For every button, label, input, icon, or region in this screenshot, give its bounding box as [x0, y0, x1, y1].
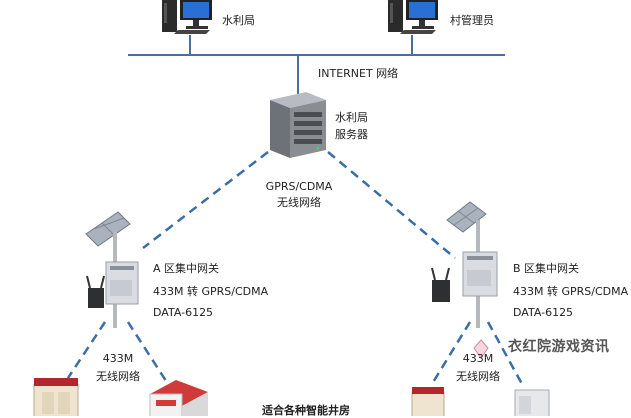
pc-left-label: 水利局 — [222, 14, 255, 27]
wifi-antenna-icon — [431, 267, 450, 281]
radio-a-line2: 无线网络 — [96, 370, 140, 383]
watermark-text: 衣红院游戏资讯 — [508, 339, 610, 355]
gateway-a-protocol: 433M 转 GPRS/CDMA — [153, 285, 269, 298]
radio-a-line1: 433M — [102, 352, 134, 365]
bottom-caption: 适合各种智能井房 — [262, 404, 350, 417]
gprs-links — [66, 151, 524, 385]
wifi-antenna-icon — [86, 275, 105, 289]
internet-bus — [128, 35, 505, 96]
server-label-line1: 水利局 — [335, 111, 368, 124]
gateway-b-title: B 区集中网关 — [513, 262, 580, 275]
gateway-box-icon — [462, 251, 498, 297]
gateway-b-model: DATA-6125 — [513, 306, 574, 319]
gateway-b-protocol: 433M 转 GPRS/CDMA — [513, 285, 629, 298]
kite-icon — [473, 339, 489, 359]
gateway-station-b — [431, 201, 498, 328]
control-cabinet-icon — [33, 378, 79, 416]
gprs-label-line1: GPRS/CDMA — [265, 180, 333, 193]
gateway-a-title: A 区集中网关 — [153, 262, 220, 275]
radio-b-line1: 433M — [462, 352, 494, 365]
computer-icon — [162, 0, 212, 34]
server-label-line2: 服务器 — [335, 128, 368, 141]
pc-right-label: 村管理员 — [450, 14, 494, 27]
gateway-box-icon — [105, 261, 139, 305]
control-cabinet-icon — [514, 389, 550, 416]
control-cabinet-icon — [149, 380, 208, 416]
computer-icon — [388, 0, 438, 34]
internet-label: INTERNET 网络 — [318, 67, 399, 80]
gprs-label-line2: 无线网络 — [277, 196, 321, 209]
server-icon — [270, 92, 326, 158]
radio-b-line2: 无线网络 — [456, 370, 500, 383]
solar-panel-icon — [446, 201, 487, 233]
gateway-a-model: DATA-6125 — [153, 306, 214, 319]
control-cabinet-icon — [411, 387, 445, 416]
gateway-station-a — [85, 211, 139, 328]
solar-panel-icon — [85, 211, 131, 247]
